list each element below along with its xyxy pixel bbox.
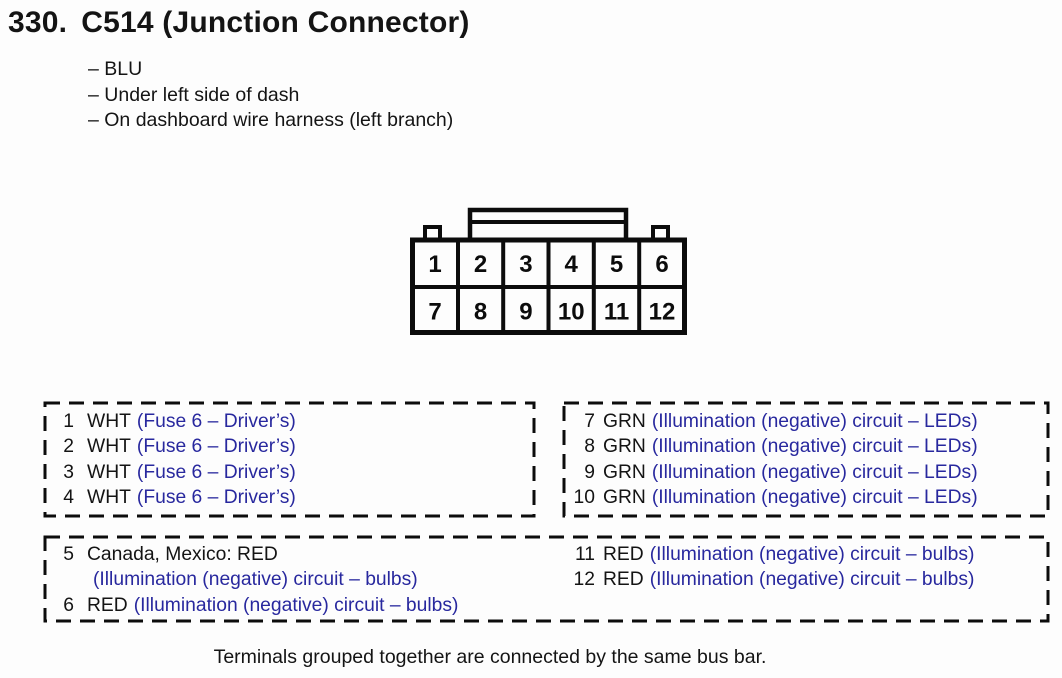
pin-number: 12 <box>649 299 676 326</box>
connector-key-left-icon <box>423 225 442 238</box>
pin-number: 3 <box>519 251 532 278</box>
circuit-detail: (Fuse 6 – Driver’s) <box>136 411 296 432</box>
connector-tab <box>467 207 629 243</box>
pin-number: 2 <box>474 251 487 278</box>
pin-id: 12 <box>573 569 595 591</box>
circuit-detail: (Fuse 6 – Driver’s) <box>136 487 296 509</box>
pin-number: 8 <box>474 299 487 326</box>
pin-id: 6 <box>63 594 74 616</box>
pin-number: 6 <box>655 251 668 278</box>
circuit-detail: (Illumination (negative) circuit – bulbs… <box>649 544 975 565</box>
pin-row: 8 GRN(Illumination (negative) circuit – L… <box>565 434 978 459</box>
wire-color: WHT <box>87 487 131 509</box>
wire-color: RED <box>603 569 644 591</box>
pin-number: 10 <box>558 299 585 326</box>
circuit-detail: (Illumination (negative) circuit – LEDs) <box>651 436 978 458</box>
wire-color: WHT <box>87 411 131 432</box>
note-line: – Under left side of dash <box>88 83 300 106</box>
wire-color: WHT <box>87 461 131 483</box>
pin-number: 4 <box>565 251 579 278</box>
pin-id: 5 <box>63 544 74 565</box>
pin-number: 11 <box>604 299 629 326</box>
section-number: 330. <box>8 6 68 39</box>
circuit-detail: (Illumination (negative) circuit – LEDs) <box>651 487 978 509</box>
busbar-group-box-bulbs <box>43 535 1050 623</box>
circuit-detail: (Illumination (negative) circuit – bulbs… <box>93 569 418 591</box>
pin-id: 10 <box>573 487 595 509</box>
wire-color: WHT <box>87 436 131 458</box>
circuit-detail: (Illumination (negative) circuit – bulbs… <box>133 594 459 616</box>
note-line: – On dashboard wire harness (left branch… <box>88 109 454 131</box>
pin-row: 9 GRN(Illumination (negative) circuit – L… <box>565 460 978 485</box>
pin-number: 7 <box>428 299 441 326</box>
pin-id: 7 <box>584 411 595 432</box>
pin-row: 6 RED(Illumination (negative) circuit – b… <box>46 593 458 618</box>
busbar-footnote: Terminals grouped together are connected… <box>213 646 767 668</box>
pin-number: 1 <box>428 251 441 278</box>
pin-row: 10 GRN(Illumination (negative) circuit – … <box>565 485 978 510</box>
connector-name: C514 (Junction Connector) <box>81 6 470 39</box>
circuit-detail: (Illumination (negative) circuit – bulbs… <box>649 569 975 591</box>
note-line: – BLU <box>88 58 143 80</box>
wire-color: GRN <box>603 411 646 432</box>
wire-color: GRN <box>603 487 646 509</box>
pin-row: 4 WHT(Fuse 6 – Driver’s) <box>46 485 296 510</box>
pin-row: (Illumination (negative) circuit – bulbs… <box>46 567 458 592</box>
pin-row: 7 GRN(Illumination (negative) circuit – L… <box>565 409 978 434</box>
wire-color: RED <box>603 544 644 565</box>
pin-row: 3 WHT(Fuse 6 – Driver’s) <box>46 460 296 485</box>
pin-list-bulbs-left: 5 Canada, Mexico: RED (Illumination (nega… <box>46 542 458 618</box>
busbar-group-box-fuse <box>43 401 536 518</box>
pin-row: 2 WHT(Fuse 6 – Driver’s) <box>46 434 296 459</box>
wire-color: GRN <box>603 436 646 458</box>
circuit-detail: (Illumination (negative) circuit – LEDs) <box>651 411 978 432</box>
wire-color: RED <box>87 594 128 616</box>
connector-notes: – BLU – Under left side of dash – On das… <box>88 57 453 134</box>
busbar-group-box-leds <box>562 401 1050 518</box>
pin-row: 1 WHT(Fuse 6 – Driver’s) <box>46 409 296 434</box>
wire-color: Canada, Mexico: RED <box>87 544 278 565</box>
pin-id: 8 <box>584 436 595 458</box>
pin-row: 12 RED(Illumination (negative) circuit – … <box>565 567 975 592</box>
pin-id: 2 <box>63 436 74 458</box>
pin-number: 9 <box>519 299 532 326</box>
wire-color: GRN <box>603 461 646 483</box>
pin-number: 5 <box>610 251 623 278</box>
circuit-detail: (Fuse 6 – Driver’s) <box>136 436 296 458</box>
pin-id: 3 <box>63 461 74 483</box>
pin-row: 5 Canada, Mexico: RED <box>46 542 458 567</box>
connector-key-right-icon <box>651 225 670 238</box>
pin-id <box>46 567 74 592</box>
pin-id: 4 <box>63 487 74 509</box>
pin-id: 1 <box>63 411 74 432</box>
pin-id: 11 <box>574 544 595 565</box>
connector-cell-dividers <box>412 240 685 332</box>
pin-id: 9 <box>584 461 595 483</box>
page-title: 330. C514 (Junction Connector) <box>8 6 470 40</box>
pin-row: 11 RED(Illumination (negative) circuit – … <box>565 542 974 567</box>
circuit-detail: (Fuse 6 – Driver’s) <box>136 461 296 483</box>
circuit-detail: (Illumination (negative) circuit – LEDs) <box>651 461 978 483</box>
